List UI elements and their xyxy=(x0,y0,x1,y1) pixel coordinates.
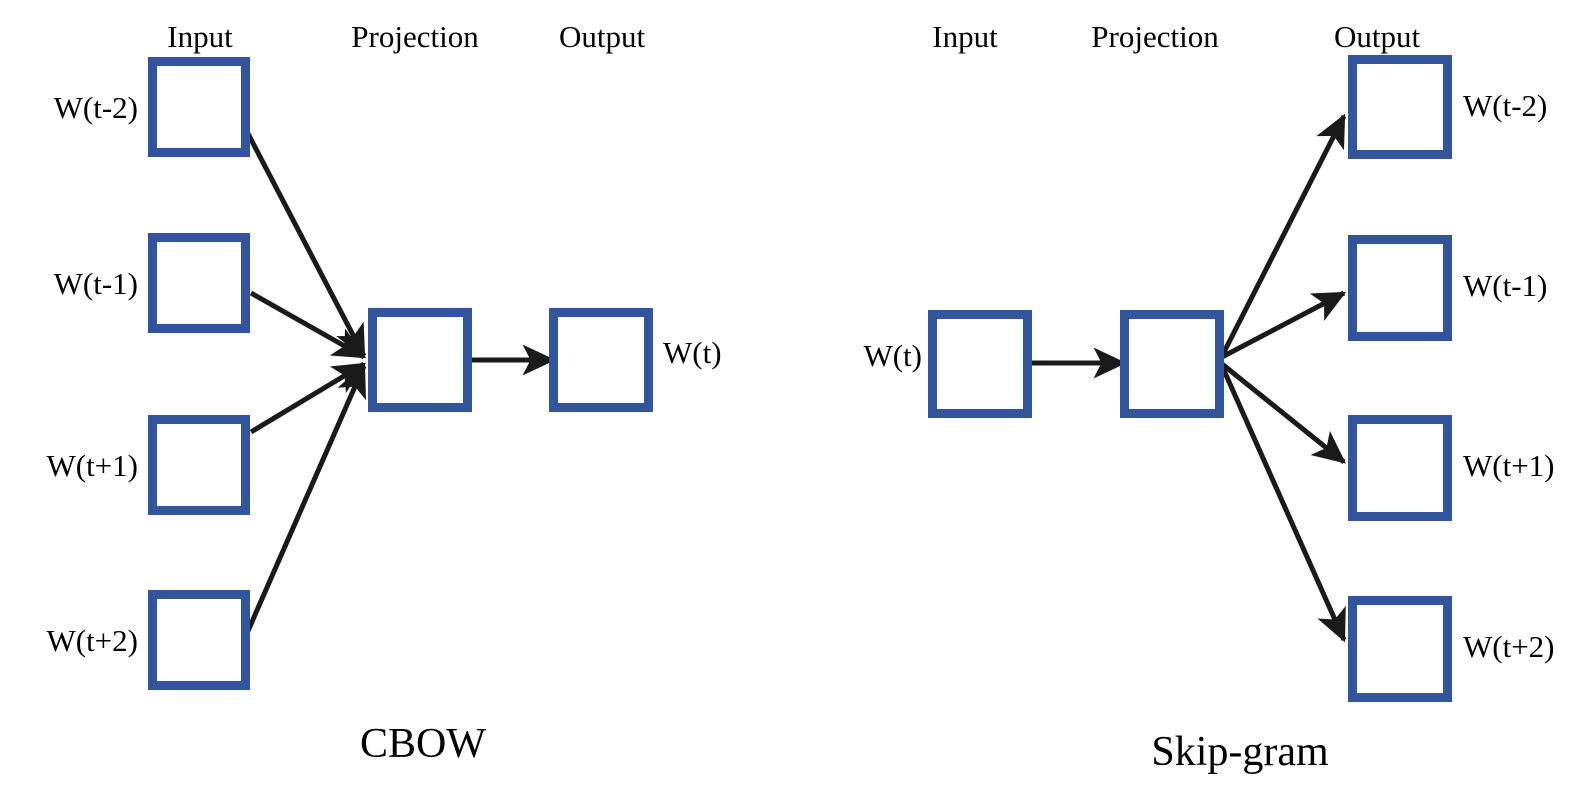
cbow-input-label-3: W(t+1) xyxy=(46,448,138,483)
arrow-skipgram-projection-to-out4 xyxy=(1219,364,1347,643)
skipgram-output-label-3: W(t+1) xyxy=(1463,448,1555,483)
arrow-cbow-in1-to-projection xyxy=(241,124,367,359)
skipgram-input-box[interactable] xyxy=(928,310,1032,418)
arrow-skipgram-projection-to-out1 xyxy=(1219,113,1347,358)
cbow-header-input: Input xyxy=(167,19,233,54)
skipgram-input-label: W(t) xyxy=(863,338,922,373)
cbow-input-box-3[interactable] xyxy=(148,415,250,515)
cbow-input-box-4[interactable] xyxy=(148,590,250,690)
arrow-skipgram-projection-to-out2 xyxy=(1220,290,1347,360)
skipgram-header-output: Output xyxy=(1333,19,1421,54)
arrow-cbow-in3-to-projection xyxy=(249,361,367,435)
skipgram-caption: Skip-gram xyxy=(1151,729,1329,775)
skipgram-output-label-2: W(t-1) xyxy=(1463,268,1548,303)
cbow-input-to-projection-arrows xyxy=(241,124,367,642)
cbow-output-label: W(t) xyxy=(663,335,722,370)
cbow-header-output: Output xyxy=(558,19,646,54)
skipgram-projection-box[interactable] xyxy=(1120,310,1224,418)
cbow-header-projection: Projection xyxy=(351,19,479,54)
arrow-cbow-in2-to-projection xyxy=(249,290,367,360)
skipgram-projection-to-output-arrows xyxy=(1219,113,1347,643)
skipgram-output-label-4: W(t+2) xyxy=(1463,629,1555,664)
skipgram-output-box-1[interactable] xyxy=(1348,55,1452,159)
skipgram-output-box-3[interactable] xyxy=(1348,415,1452,521)
arrow-cbow-in4-to-projection xyxy=(241,363,367,642)
skipgram-output-label-1: W(t-2) xyxy=(1463,88,1548,123)
cbow-input-label-1: W(t-2) xyxy=(53,90,138,125)
cbow-projection-box[interactable] xyxy=(368,308,472,412)
cbow-caption: CBOW xyxy=(360,721,486,767)
cbow-output-box[interactable] xyxy=(549,308,653,412)
skipgram-header-projection: Projection xyxy=(1091,19,1219,54)
arrow-skipgram-projection-to-out3 xyxy=(1220,362,1346,464)
cbow-input-box-1[interactable] xyxy=(148,57,250,157)
skipgram-output-box-4[interactable] xyxy=(1348,596,1452,702)
cbow-input-label-2: W(t-1) xyxy=(53,266,138,301)
cbow-input-box-2[interactable] xyxy=(148,233,250,333)
skipgram-output-box-2[interactable] xyxy=(1348,235,1452,341)
skipgram-header-input: Input xyxy=(932,19,998,54)
cbow-input-label-4: W(t+2) xyxy=(46,623,138,658)
